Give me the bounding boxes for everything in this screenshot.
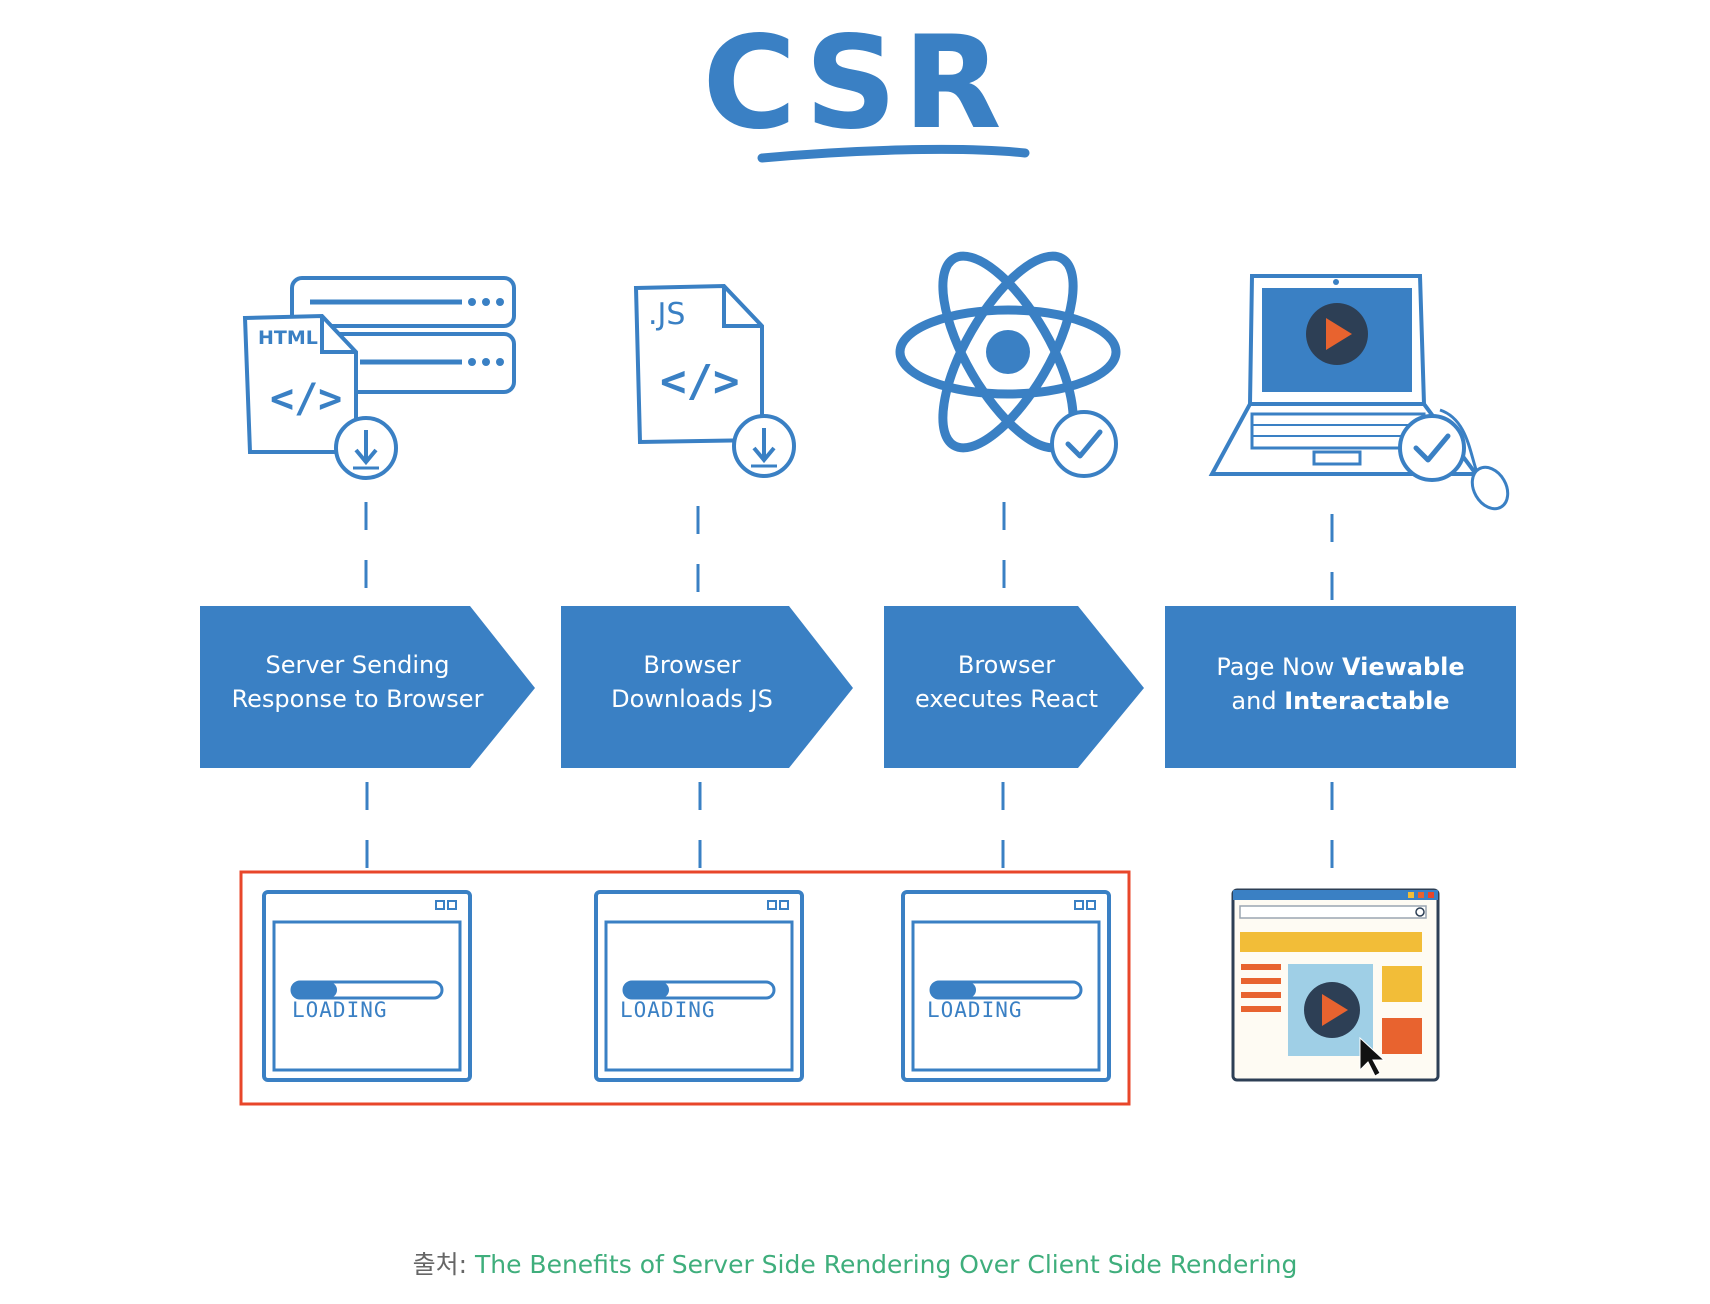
- step-4-text-a: Page Now: [1216, 653, 1342, 681]
- loading-window-3-button-a: [1074, 900, 1084, 910]
- step-3-line-2: executes React: [915, 685, 1098, 713]
- loading-window-2-button-b: [779, 900, 789, 910]
- loading-bar-2-fill: [624, 982, 669, 998]
- caption-prefix: 출처:: [412, 1250, 475, 1279]
- loading-window-1-button-b: [447, 900, 457, 910]
- connector-lines: [364, 502, 1334, 874]
- laptop-icon: [1208, 274, 1510, 511]
- step-3-line-1: Browser: [957, 651, 1056, 679]
- source-link[interactable]: The Benefits of Server Side Rendering Ov…: [474, 1250, 1298, 1279]
- step-1-line-2: Response to Browser: [231, 685, 484, 713]
- loading-highlight-box: [239, 870, 1131, 1106]
- step-2-line-1: Browser: [643, 651, 741, 679]
- js-file-label: .JS: [648, 297, 685, 332]
- step-4-label: Page Now Viewable and Interactable: [1165, 650, 1516, 718]
- step-3-label: Browser executes React: [884, 648, 1129, 716]
- step-box-4: [1165, 606, 1516, 768]
- loading-label-2: LOADING: [620, 998, 716, 1022]
- step-arrow-3: [884, 606, 1144, 768]
- loading-label-1: LOADING: [292, 998, 388, 1022]
- step-arrow-1: [200, 606, 535, 768]
- loading-window-3-button-b: [1086, 900, 1096, 910]
- title-underline: [757, 144, 1030, 163]
- react-check-icon: [1050, 410, 1118, 478]
- step-4-line-1: Page Now Viewable: [1165, 650, 1516, 684]
- js-code-glyph: </>: [660, 356, 739, 407]
- loading-window-2-button-a: [767, 900, 777, 910]
- step-2-line-2: Downloads JS: [611, 685, 773, 713]
- step-4-text-and: and: [1231, 687, 1285, 715]
- html-server-icon: [242, 276, 516, 480]
- rendered-webpage-icon: [1231, 888, 1440, 1082]
- step-1-label: Server Sending Response to Browser: [200, 648, 515, 716]
- loading-window-1-content: [272, 920, 462, 1072]
- loading-window-2-content: [604, 920, 794, 1072]
- step-2-label: Browser Downloads JS: [561, 648, 823, 716]
- step-4-line-2: and Interactable: [1165, 684, 1516, 718]
- html-code-glyph: </>: [270, 376, 342, 422]
- step-1-line-1: Server Sending: [265, 651, 450, 679]
- loading-window-3-content: [911, 920, 1101, 1072]
- step-4-text-interactable: Interactable: [1284, 687, 1450, 715]
- page-title: CSR: [702, 9, 1008, 158]
- loading-bar-3-fill: [931, 982, 976, 998]
- js-file-icon: [633, 283, 796, 478]
- loading-window-1-button-a: [435, 900, 445, 910]
- loading-label-3: LOADING: [927, 998, 1023, 1022]
- laptop-check-icon: [1398, 414, 1466, 482]
- step-arrow-2: [561, 606, 853, 768]
- step-4-text-viewable: Viewable: [1341, 653, 1465, 681]
- html-file-label: HTML: [258, 327, 318, 349]
- source-caption: 출처: The Benefits of Server Side Renderin…: [0, 1245, 1710, 1281]
- loading-bar-1-fill: [292, 982, 337, 998]
